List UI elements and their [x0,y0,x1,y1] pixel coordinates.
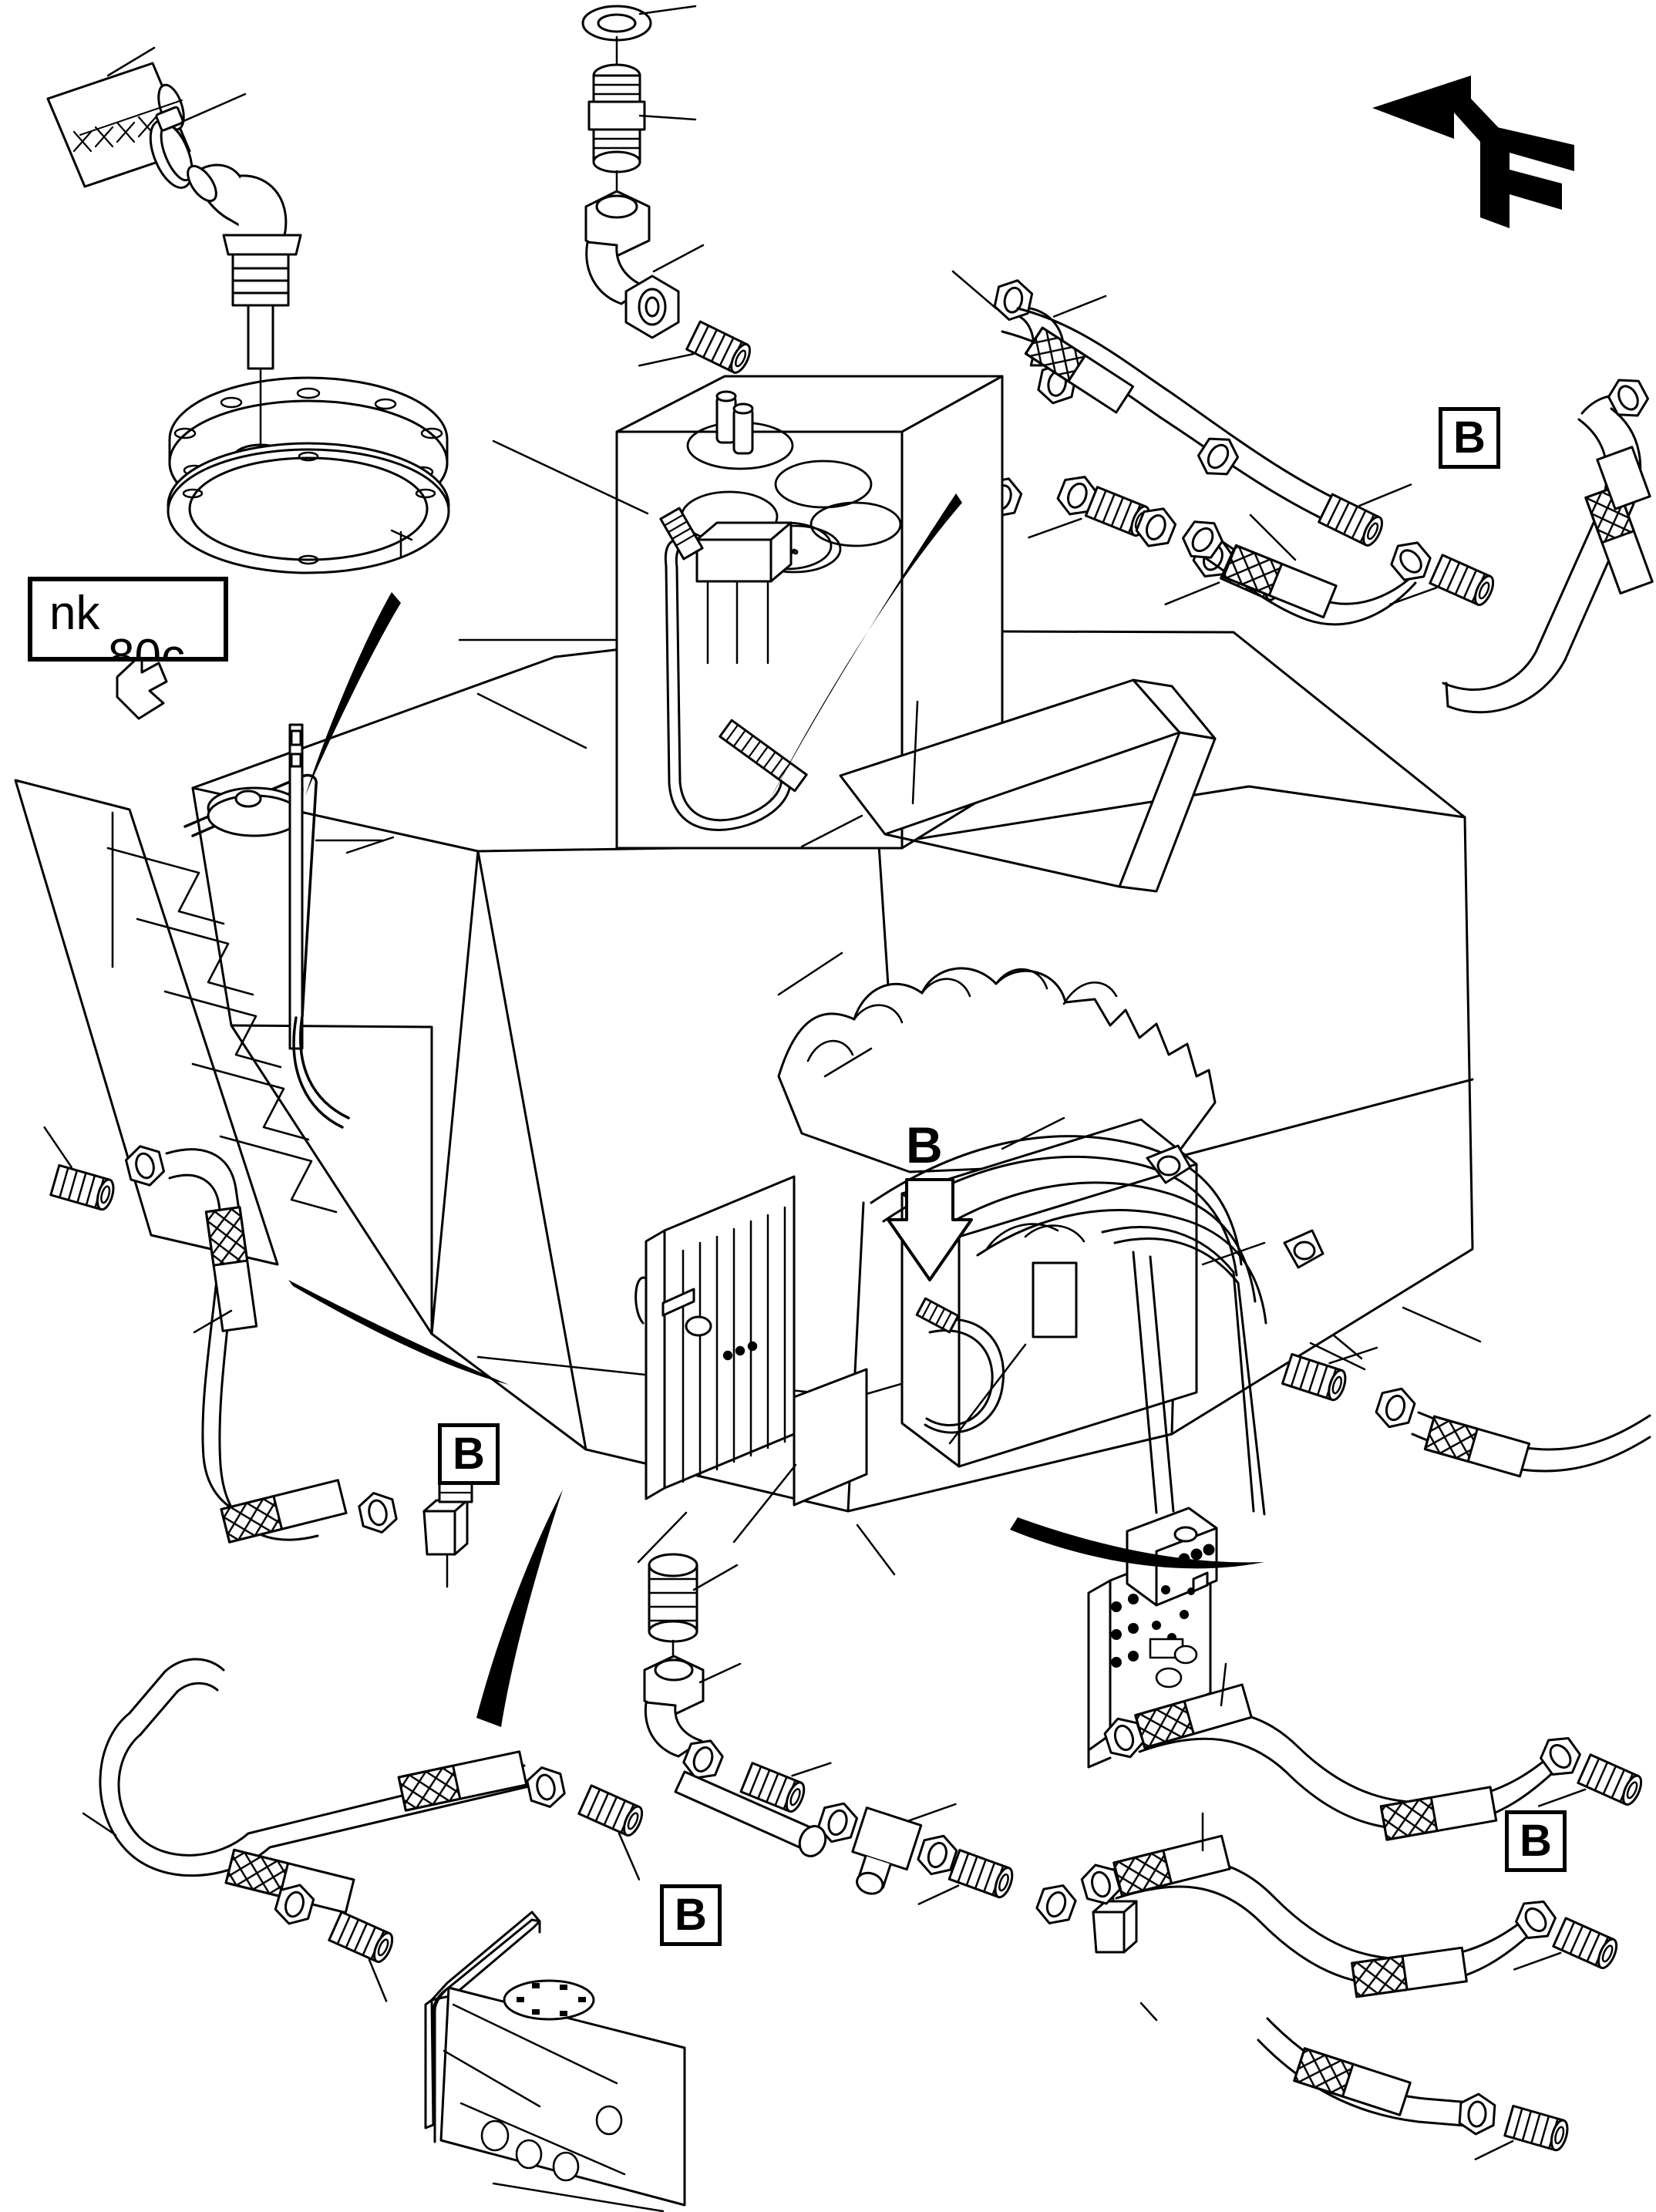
hose-assembly-lower-right-upper [1078,1812,1621,1998]
hose-assembly-right-curve [1442,371,1654,714]
section-marker-b-upper-right-label: B [1453,412,1486,463]
filter-drain-hose [659,507,808,831]
access-ladder [14,779,338,1266]
section-marker-b-lower-left-label: B [675,1890,707,1940]
manifold-clamp-a [1146,1144,1192,1184]
solenoid-block [1126,1507,1218,1607]
threaded-nipple-a [638,320,755,377]
elbow-lower-a [643,1655,742,1758]
pointer-arrows [288,493,1264,1727]
section-marker-b-mid-left: B [438,1423,500,1485]
note-callout-line1: nk [49,587,100,640]
elbow-fitting-tank-top [187,163,302,370]
filter-housing-block [458,375,1004,850]
hose-assembly-upper-right [951,270,1412,550]
note-callout-line2: 80c [108,630,185,662]
tee-fitting-lower [814,1796,961,1895]
section-marker-b-lower-right-label: B [1520,1816,1552,1866]
note-callout-box: nk 80c [28,577,228,662]
stub-pipe-lower [674,1770,827,1857]
sensor-box [695,521,793,665]
hose-tail-bottom-right [1139,2002,1572,2160]
elbow-lower-b [1092,1867,1138,1954]
manifold-clamp-b [1283,1229,1324,1269]
hose-right-mid [1332,1334,1651,1478]
union-nut-a [624,274,680,339]
union-assembly-c [1164,531,1289,606]
lower-fitting-chain [643,1553,1138,1954]
pump-engine-block [777,967,1217,1173]
guard-cover-bracket [424,1911,686,2212]
section-marker-b-upper-right: B [1439,407,1500,469]
detail-pointer-b-center-label: B [906,1116,943,1173]
manifold-hose-fan [870,1135,1267,1516]
mounting-bracket-panel [1087,1507,1218,1769]
right-side-fittings [1281,1334,1651,1478]
section-marker-b-lower-left: B [660,1884,722,1946]
o-ring-seal [581,5,697,42]
hose-assembly-lower-right-lower [1100,1662,1646,1841]
filter-standpipes [715,390,754,455]
forward-direction-marker [1372,76,1574,228]
section-marker-b-mid-left-label: B [453,1429,485,1479]
detail-b-down-arrow [887,1178,973,1281]
hose-assembly-mid-right [1176,512,1498,626]
nipple-lower-a [648,1553,739,1643]
hose-assembly-lower-left [82,1658,647,2002]
hose-clamp [149,93,247,189]
note-arrow [116,652,168,720]
cooler-core [634,1175,868,1544]
union-assembly-b [1028,469,1180,554]
leader-lines [345,692,1482,1576]
coil-hose-center [915,1297,1005,1434]
straight-connector-nipple [587,63,697,173]
tank-top-rail [839,678,1217,893]
section-marker-b-lower-right: B [1505,1810,1567,1872]
detail-pointer-b-center: B [906,1119,943,1170]
elbow-union-top [584,190,705,339]
tank-flange-gasket [167,442,450,574]
